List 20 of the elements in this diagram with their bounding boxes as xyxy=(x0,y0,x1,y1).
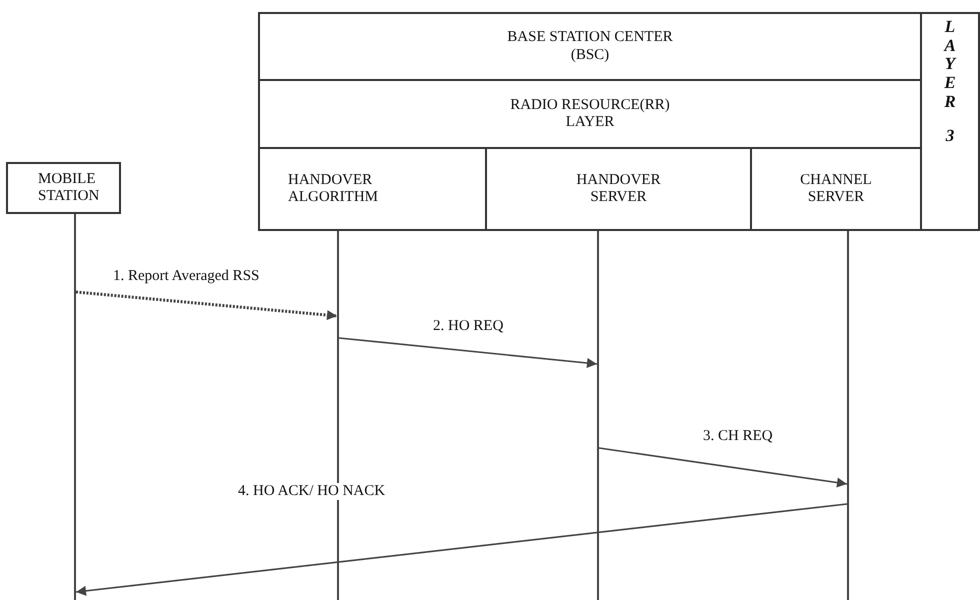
layer-label: 3 xyxy=(944,127,956,146)
lifeline xyxy=(337,231,339,600)
lifeline xyxy=(847,231,849,600)
node-label: RADIO RESOURCE(RR) LAYER xyxy=(509,96,671,132)
lifeline xyxy=(74,214,76,600)
layer-label-box xyxy=(920,12,980,231)
participant-box xyxy=(258,147,487,231)
layer-label: LAYER xyxy=(942,18,958,112)
message-arrow xyxy=(76,503,848,596)
node-label: BASE STATION CENTER (BSC) xyxy=(506,29,674,64)
message-arrow xyxy=(598,447,848,488)
layer-band xyxy=(258,12,922,81)
message-arrow xyxy=(338,337,598,368)
node-label: HANDOVER ALGORITHM xyxy=(288,172,379,206)
lifeline xyxy=(597,231,599,600)
message-arrow xyxy=(76,290,338,320)
node-label: CHANNEL SERVER xyxy=(799,172,873,206)
participant-box xyxy=(6,162,121,214)
node-label: HANDOVER SERVER xyxy=(575,172,662,206)
node-label: MOBILE STATION xyxy=(38,170,100,206)
